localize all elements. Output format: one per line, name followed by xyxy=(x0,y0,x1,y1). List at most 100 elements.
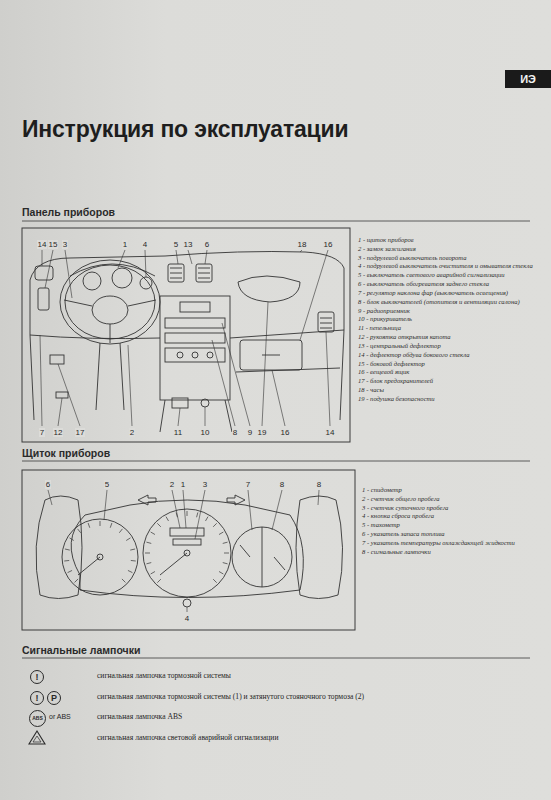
dial-tick xyxy=(151,572,155,575)
figure-frame xyxy=(22,228,350,442)
dial-tick xyxy=(64,560,69,562)
dial-tick xyxy=(68,570,73,572)
parts-list-item: 12 - рукоятка открытия капота xyxy=(358,333,538,341)
callout-number: 14 xyxy=(325,428,336,437)
parts-list-item: 13 - центральный дефлектор xyxy=(358,342,538,350)
rule xyxy=(22,461,530,462)
symbol-text: or ABS xyxy=(49,713,71,720)
section-heading: Панель приборов xyxy=(22,206,115,218)
parts-list-item: 2 - счетчик общего пробега xyxy=(362,495,532,503)
dial-ticks xyxy=(64,511,229,583)
dial-tick xyxy=(78,529,81,533)
callout-number: 12 xyxy=(53,428,64,437)
symbol-text: ИЭ xyxy=(520,74,536,85)
dial-tick xyxy=(65,549,70,550)
callout-number: 8 xyxy=(316,480,322,489)
dial-tick xyxy=(88,523,90,528)
signal-description: сигнальная лампочка тормозной системы xyxy=(97,671,231,680)
dial-tick xyxy=(213,523,217,527)
callout-number: 6 xyxy=(204,240,210,249)
callout-number: 8 xyxy=(232,428,238,437)
dial-tick xyxy=(145,553,150,554)
symbol-text: P xyxy=(51,694,57,703)
leader-line xyxy=(40,250,330,426)
callout-number: 18 xyxy=(297,240,308,249)
dial-tick xyxy=(219,532,223,535)
dial-tick xyxy=(157,523,161,527)
parking-symbol: P xyxy=(47,691,61,705)
dial-tick xyxy=(223,563,228,564)
parts-list-item: 19 - подушка безопасности xyxy=(358,395,538,403)
callout-number: 3 xyxy=(202,480,208,489)
callout-number: 5 xyxy=(173,240,179,249)
callout-number: 3 xyxy=(62,240,68,249)
callout-number: 1 xyxy=(180,480,186,489)
hazard-symbol xyxy=(29,731,45,744)
dial-tick xyxy=(213,579,217,583)
dial-tick xyxy=(197,512,198,517)
section-tab: ИЭ xyxy=(505,70,551,88)
dial-tick xyxy=(126,538,130,541)
parts-list-item: 3 - счетчик суточного пробега xyxy=(362,504,532,512)
callout-number: 6 xyxy=(45,480,51,489)
parts-list-item: 15 - боковой дефлектор xyxy=(358,360,538,368)
dial-tick xyxy=(100,521,101,526)
dial-tick xyxy=(187,511,188,516)
section-heading: Щиток приборов xyxy=(22,447,110,459)
parts-list-item: 6 - указатель запаса топлива xyxy=(362,530,532,538)
page-title: Инструкция по эксплуатации xyxy=(22,116,348,143)
callout-number: 16 xyxy=(323,240,334,249)
callout-number: 19 xyxy=(257,428,268,437)
parts-list-item: 7 - регулятор наклона фар (выключатель о… xyxy=(358,289,538,297)
parts-list-item: 5 - тахометр xyxy=(362,521,532,529)
parts-list-item: 4 - подрулевой выключатель очистителя и … xyxy=(358,262,538,270)
leader-line xyxy=(48,490,319,612)
dial-tick xyxy=(110,523,112,528)
dial-tick xyxy=(224,553,229,554)
parts-list-item: 5 - выключатель светового аварийной сигн… xyxy=(358,271,538,279)
callout-number: 7 xyxy=(39,428,45,437)
parts-list-item: 18 - часы xyxy=(358,386,538,394)
signal-description: сигнальная лампочка ABS xyxy=(97,712,182,721)
callout-number: 2 xyxy=(169,480,175,489)
parts-list-item: 10 - прикуриватель xyxy=(358,315,538,323)
parts-list-item: 17 - блок предохранителей xyxy=(358,377,538,385)
rule xyxy=(22,658,530,659)
parts-list-item: 1 - щиток приборов xyxy=(358,236,538,244)
parts-list-item: 14 - дефлектор обдува бокового стекла xyxy=(358,351,538,359)
dial-tick xyxy=(130,549,135,550)
callout-number: 7 xyxy=(245,480,251,489)
section-heading: Сигнальные лампочки xyxy=(22,644,140,656)
callout-number: 5 xyxy=(104,480,110,489)
callout-number: 1 xyxy=(122,240,128,249)
dial-tick xyxy=(128,570,133,572)
rule xyxy=(22,221,530,222)
parts-list: 1 - спидометр2 - счетчик общего пробега3… xyxy=(362,486,532,556)
signal-description: сигнальная лампочка тормозной системы (1… xyxy=(97,692,364,701)
warning-symbol: ! xyxy=(30,691,44,705)
callout-number: 17 xyxy=(75,428,86,437)
callout-number: 4 xyxy=(142,240,148,249)
warning-symbol: ! xyxy=(30,670,44,684)
figure-frame xyxy=(22,470,355,630)
callout-number: 2 xyxy=(129,428,135,437)
dial-tick xyxy=(131,560,136,562)
callout-number: 16 xyxy=(280,428,291,437)
parts-list-item: 11 - пепельница xyxy=(358,324,538,332)
parts-list-item: 4 - кнопка сброса пробега xyxy=(362,512,532,520)
callout-number: 13 xyxy=(183,240,194,249)
parts-list-item: 8 - блок выключателей (отопителя и венти… xyxy=(358,298,538,306)
dial-tick xyxy=(122,579,126,583)
dial-tick xyxy=(166,517,169,521)
parts-list: 1 - щиток приборов2 - замок зажигания3 -… xyxy=(358,236,538,403)
dial-tick xyxy=(223,542,228,543)
symbol-text: ! xyxy=(36,673,39,682)
parts-list-item: 16 - вещевой ящик xyxy=(358,368,538,376)
callout-number: 14 xyxy=(37,240,48,249)
callout-number: 9 xyxy=(247,428,253,437)
abs-symbol: ABS xyxy=(29,710,46,727)
symbol-text: ! xyxy=(36,694,39,703)
parts-list-item: 7 - указатель температуры охлаждающей жи… xyxy=(362,539,532,547)
symbol-text: ABS xyxy=(32,716,43,721)
signal-description: сигнальная лампочка световой аварийной с… xyxy=(97,733,278,742)
